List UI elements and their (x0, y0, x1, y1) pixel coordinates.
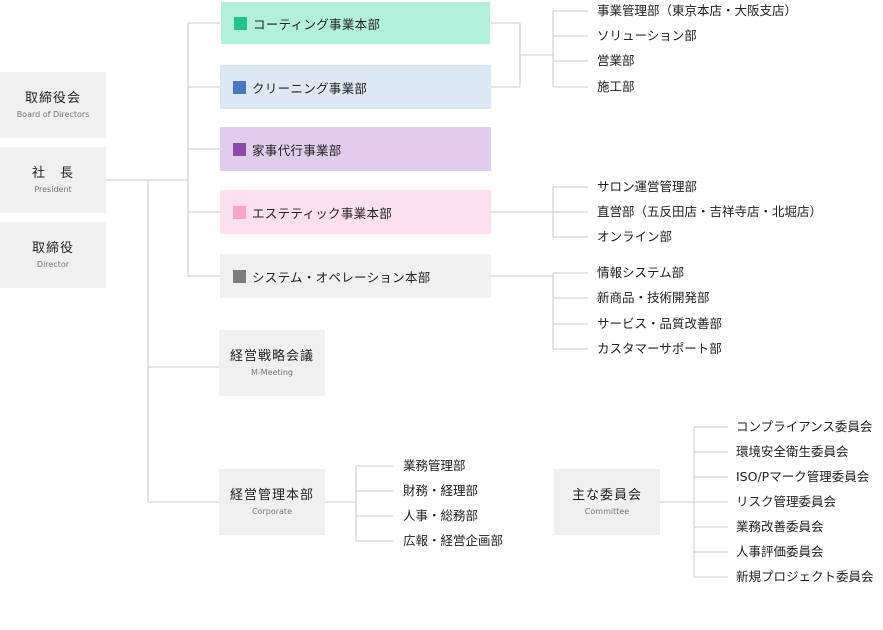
president-label: 社 長 (31, 166, 74, 182)
committee-item: 業務改善委員会 (736, 519, 824, 534)
division-label: システム・オペレーション本部 (252, 269, 431, 285)
division-system-operation: システム・オペレーション本部 (220, 254, 491, 298)
corporate-box: 経営管理本部 Corporate (219, 469, 325, 535)
committee-item: ISO/Pマーク管理委員会 (736, 469, 870, 484)
division-cleaning: クリーニング事業部 (220, 65, 491, 109)
division-label: クリーニング事業部 (252, 80, 368, 96)
corporate-item: 広報・経営企画部 (403, 533, 504, 548)
group2-item: オンライン部 (597, 229, 673, 244)
committee-box: 主な委員会 Committee (554, 469, 660, 535)
corporate-item: 業務管理部 (403, 458, 466, 473)
group1-item: ソリューション部 (597, 28, 697, 43)
director-box: 取締役 Director (0, 222, 106, 288)
group3-item: 情報システム部 (597, 265, 685, 280)
group3-item: サービス・品質改善部 (597, 316, 723, 331)
system-square-icon (233, 269, 246, 283)
coating-square-icon (234, 16, 247, 30)
committee-label-en: Committee (584, 506, 630, 516)
group3-item: カスタマーサポート部 (597, 341, 722, 356)
board-of-directors-box: 取締役会 Board of Directors (0, 72, 106, 138)
group1-item: 営業部 (597, 53, 635, 68)
division-coating: コーティング事業本部 (220, 1, 491, 45)
group1-item: 施工部 (597, 79, 635, 94)
president-label-en: President (34, 184, 72, 194)
committee-item: コンプライアンス委員会 (736, 419, 873, 434)
corporate-item: 財務・経理部 (403, 483, 479, 498)
board-label-en: Board of Directors (16, 109, 90, 119)
president-box: 社 長 President (0, 147, 106, 213)
cleaning-square-icon (233, 80, 246, 94)
corporate-label-en: Corporate (252, 506, 292, 516)
meeting-label-en: M-Meeting (250, 367, 294, 377)
committee-item: 環境安全衛生委員会 (736, 444, 849, 459)
group2-item: 直営部（五反田店・吉祥寺店・北堀店） (597, 204, 823, 219)
meeting-box: 経営戦略会議 M-Meeting (219, 330, 325, 396)
group2-item: サロン運営管理部 (597, 179, 698, 194)
board-label: 取締役会 (24, 91, 81, 107)
group3-item: 新商品・技術開発部 (597, 290, 710, 305)
housekeeping-square-icon (233, 142, 246, 156)
division-esthetic: エステティック事業本部 (220, 190, 491, 234)
esthetic-square-icon (233, 205, 246, 219)
division-label: コーティング事業本部 (253, 16, 381, 32)
committee-label: 主な委員会 (571, 488, 642, 504)
director-label-en: Director (36, 259, 70, 269)
committee-item: リスク管理委員会 (736, 494, 837, 509)
committee-item: 新規プロジェクト委員会 (736, 569, 874, 584)
division-housekeeping: 家事代行事業部 (220, 127, 491, 171)
committee-item: 人事評価委員会 (736, 544, 824, 559)
division-label: エステティック事業本部 (252, 205, 393, 221)
division-label: 家事代行事業部 (252, 142, 342, 158)
group1-item: 事業管理部（東京本店・大阪支店） (597, 3, 798, 18)
meeting-label: 経営戦略会議 (229, 349, 314, 365)
corporate-item: 人事・総務部 (403, 508, 479, 523)
director-label: 取締役 (31, 241, 74, 257)
corporate-label: 経営管理本部 (229, 488, 314, 504)
